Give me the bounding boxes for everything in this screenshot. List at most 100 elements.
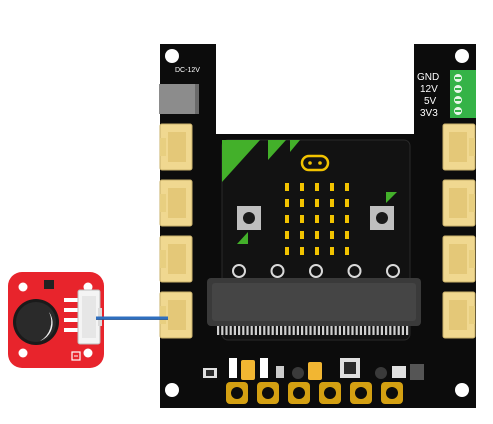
edge-tooth xyxy=(301,326,304,335)
gold-pad xyxy=(319,382,341,404)
left-connector[interactable] xyxy=(159,179,193,227)
buzzer-module xyxy=(8,272,104,368)
pin-ring xyxy=(232,264,246,278)
microbit-board xyxy=(207,139,421,341)
edge-tooth xyxy=(225,326,228,335)
led xyxy=(300,215,304,223)
edge-tooth xyxy=(305,326,308,335)
dc-jack xyxy=(159,84,197,114)
mounting-hole xyxy=(83,282,93,292)
terminal-block xyxy=(450,70,476,118)
led xyxy=(315,183,319,191)
edge-tooth xyxy=(254,326,257,335)
right-connector[interactable] xyxy=(442,123,476,171)
led xyxy=(345,183,349,191)
edge-tooth xyxy=(372,326,375,335)
edge-tooth xyxy=(280,326,283,335)
edge-tooth xyxy=(343,326,346,335)
module-label-icon xyxy=(71,351,81,361)
edge-tooth xyxy=(296,326,299,335)
led xyxy=(315,215,319,223)
edge-pin-rings xyxy=(232,264,400,278)
edge-tooth xyxy=(267,326,270,335)
mounting-hole xyxy=(165,383,179,397)
led xyxy=(345,247,349,255)
edge-tooth xyxy=(233,326,236,335)
right-connector[interactable] xyxy=(442,179,476,227)
edge-tooth xyxy=(288,326,291,335)
edge-tooth xyxy=(246,326,249,335)
mounting-hole xyxy=(455,49,469,63)
led xyxy=(330,247,334,255)
edge-tooth xyxy=(292,326,295,335)
edge-tooth xyxy=(406,326,409,335)
gold-pad xyxy=(257,382,279,404)
gold-pad xyxy=(226,382,248,404)
edge-tooth xyxy=(359,326,362,335)
right-connector[interactable] xyxy=(442,291,476,339)
gold-pad xyxy=(288,382,310,404)
edge-tooth xyxy=(368,326,371,335)
dc-label: DC-12V xyxy=(175,67,200,74)
pin-ring xyxy=(347,264,362,278)
mounting-hole xyxy=(18,282,28,292)
edge-tooth xyxy=(238,326,241,335)
led xyxy=(345,231,349,239)
pin-ring xyxy=(309,264,323,278)
left-connector[interactable] xyxy=(159,235,193,283)
led xyxy=(345,215,349,223)
led xyxy=(330,231,334,239)
right-connector[interactable] xyxy=(442,235,476,283)
mounting-hole xyxy=(455,383,469,397)
edge-tooth xyxy=(275,326,278,335)
mounting-hole xyxy=(83,348,93,358)
edge-tooth xyxy=(313,326,316,335)
edge-teeth xyxy=(217,326,409,335)
power-pin-label: 5V xyxy=(424,96,437,107)
led xyxy=(285,247,289,255)
power-pin-label: GND xyxy=(417,72,439,83)
edge-tooth xyxy=(401,326,404,335)
led xyxy=(345,199,349,207)
accent-triangle xyxy=(237,232,248,244)
led xyxy=(300,199,304,207)
led xyxy=(315,231,319,239)
edge-tooth xyxy=(347,326,350,335)
led xyxy=(300,231,304,239)
power-pin-label: 3V3 xyxy=(420,108,438,119)
edge-tooth xyxy=(376,326,379,335)
edge-tooth xyxy=(355,326,358,335)
led xyxy=(285,199,289,207)
power-pin-label: 12V xyxy=(420,84,438,95)
edge-tooth xyxy=(351,326,354,335)
edge-tooth xyxy=(259,326,262,335)
led xyxy=(330,215,334,223)
button-b[interactable] xyxy=(370,206,394,230)
accent-triangle xyxy=(386,192,397,203)
edge-tooth xyxy=(397,326,400,335)
gold-pad xyxy=(350,382,372,404)
pin-ring xyxy=(386,264,400,278)
edge-tooth xyxy=(389,326,392,335)
led-matrix xyxy=(285,183,349,255)
module-pins xyxy=(64,298,78,332)
edge-tooth xyxy=(326,326,329,335)
edge-tooth xyxy=(385,326,388,335)
left-connector[interactable] xyxy=(159,123,193,171)
button-a[interactable] xyxy=(237,206,261,230)
edge-tooth xyxy=(242,326,245,335)
edge-tooth xyxy=(393,326,396,335)
edge-tooth xyxy=(338,326,341,335)
logo-stripe xyxy=(268,140,286,160)
pin-ring xyxy=(270,264,285,278)
edge-tooth xyxy=(317,326,320,335)
edge-tooth xyxy=(334,326,337,335)
led xyxy=(330,183,334,191)
led xyxy=(315,199,319,207)
microbit-logo xyxy=(300,154,330,172)
edge-tooth xyxy=(217,326,220,335)
led xyxy=(300,247,304,255)
left-connector[interactable] xyxy=(159,291,193,339)
logo-stripe xyxy=(290,140,300,152)
